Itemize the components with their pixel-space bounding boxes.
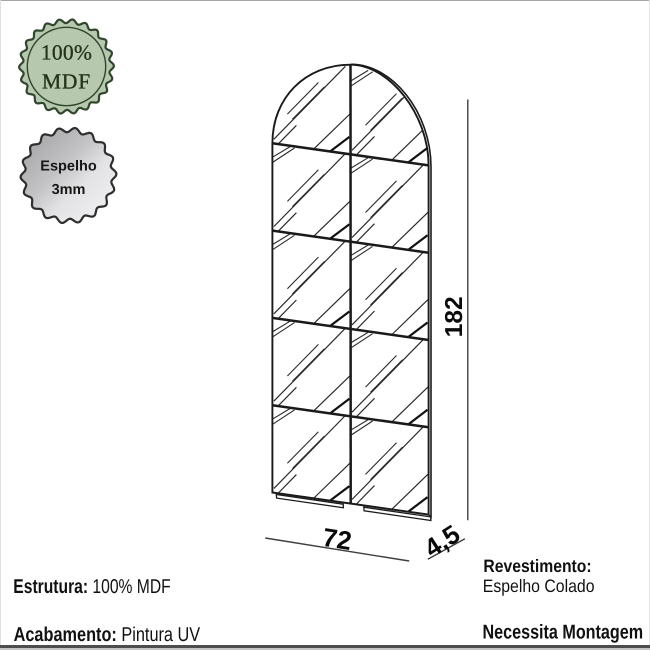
svg-text:Acabamento: Pintura UV: Acabamento: Pintura UV [14,624,201,646]
svg-text:Espelho: Espelho [40,158,97,174]
svg-text:72: 72 [321,522,354,556]
svg-text:Espelho Colado: Espelho Colado [483,576,595,596]
svg-text:4,5: 4,5 [419,519,466,564]
svg-text:182: 182 [441,296,468,337]
svg-text:3mm: 3mm [52,182,86,198]
svg-text:Estrutura: 100% MDF: Estrutura: 100% MDF [13,576,170,598]
svg-text:MDF: MDF [42,70,91,94]
svg-text:100%: 100% [41,41,92,65]
svg-text:Necessita Montagem: Necessita Montagem [483,622,644,644]
svg-text:Revestimento:: Revestimento: [483,556,591,576]
